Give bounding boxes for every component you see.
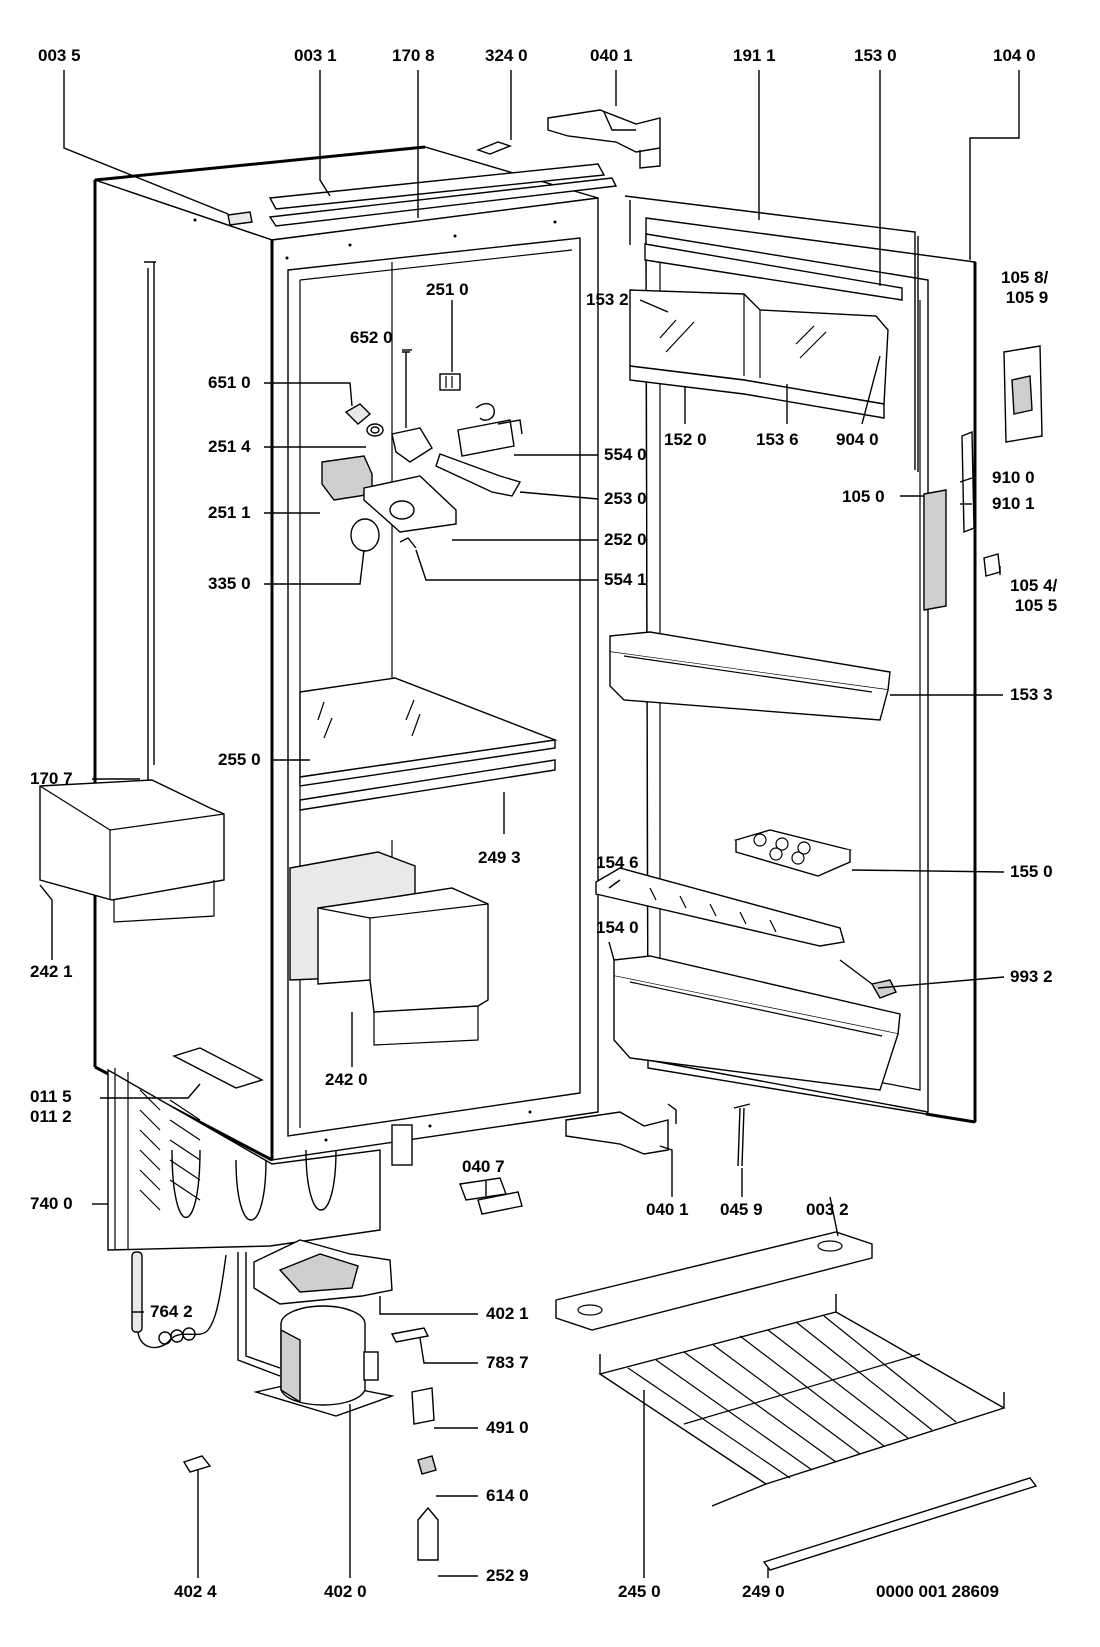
label-105-4-105-5: 105 4/ 105 5 <box>1010 576 1058 615</box>
label-152-0: 152 0 <box>664 430 707 449</box>
wire-grid <box>598 1294 1006 1507</box>
capillary-764-2 <box>131 1251 227 1349</box>
door-shelf-153-3 <box>609 631 891 721</box>
door-gasket <box>624 195 919 472</box>
cabinet-body <box>93 145 599 1162</box>
label-153-6: 153 6 <box>756 430 799 449</box>
label-242-1: 242 1 <box>30 962 73 981</box>
label-251-4: 251 4 <box>208 437 251 456</box>
label-783-7: 783 7 <box>486 1353 529 1372</box>
label-153-3: 153 3 <box>1010 685 1053 704</box>
label-255-0: 255 0 <box>218 750 261 769</box>
door-strip-105-0 <box>923 489 947 611</box>
bar-249-0 <box>762 1477 1038 1571</box>
label-249-0: 249 0 <box>742 1582 785 1601</box>
label-651-0: 651 0 <box>208 373 251 392</box>
label-910-1: 910 1 <box>992 494 1035 513</box>
control-unit-parts <box>321 351 523 552</box>
label-252-9: 252 9 <box>486 1566 529 1585</box>
label-554-0: 554 0 <box>604 445 647 464</box>
label-324-0: 324 0 <box>485 46 528 65</box>
document-number: 0000 001 28609 <box>876 1582 999 1601</box>
top-hinge <box>547 109 661 169</box>
label-105-0: 105 0 <box>842 487 885 506</box>
label-170-7: 170 7 <box>30 769 73 788</box>
crisper-242-0 <box>289 851 489 1046</box>
label-170-8: 170 8 <box>392 46 435 65</box>
plinth-003-2 <box>555 1231 873 1331</box>
bottle-guard <box>595 867 845 947</box>
dairy-compartment <box>629 243 903 419</box>
label-764-2: 764 2 <box>150 1302 193 1321</box>
label-614-0: 614 0 <box>486 1486 529 1505</box>
label-249-3: 249 3 <box>478 848 521 867</box>
condenser-740-0 <box>107 1068 413 1251</box>
bottom-plate <box>172 1047 264 1089</box>
label-993-2: 993 2 <box>1010 967 1053 986</box>
rear-wire-170-7 <box>144 261 161 791</box>
bottom-hinge <box>477 1103 751 1215</box>
label-253-0: 253 0 <box>604 489 647 508</box>
label-003-5: 003 5 <box>38 46 81 65</box>
label-252-0: 252 0 <box>604 530 647 549</box>
label-040-1-bottom: 040 1 <box>646 1200 689 1219</box>
label-910-0: 910 0 <box>992 468 1035 487</box>
label-402-0: 402 0 <box>324 1582 367 1601</box>
leader-lines <box>39 70 1020 1578</box>
label-154-0: 154 0 <box>596 918 639 937</box>
bottle-shelf <box>613 955 901 1091</box>
label-740-0: 740 0 <box>30 1194 73 1213</box>
sensor-993-2 <box>839 959 897 999</box>
label-003-2: 003 2 <box>806 1200 849 1219</box>
label-245-0: 245 0 <box>618 1582 661 1601</box>
label-491-0: 491 0 <box>486 1418 529 1437</box>
label-154-6: 154 6 <box>596 853 639 872</box>
label-402-1: 402 1 <box>486 1304 529 1323</box>
label-104-0: 104 0 <box>993 46 1036 65</box>
label-251-1: 251 1 <box>208 503 251 522</box>
label-153-2: 153 2 <box>586 290 629 309</box>
label-402-4: 402 4 <box>174 1582 217 1601</box>
egg-tray <box>733 829 853 877</box>
label-011-5-011-2: 011 5 011 2 <box>30 1087 72 1126</box>
label-155-0: 155 0 <box>1010 862 1053 881</box>
label-191-1: 191 1 <box>733 46 776 65</box>
label-153-0: 153 0 <box>854 46 897 65</box>
compressor-402-0 <box>237 1239 395 1417</box>
label-554-1: 554 1 <box>604 570 647 589</box>
label-251-0: 251 0 <box>426 280 469 299</box>
door-hinge-parts <box>961 345 1043 577</box>
label-335-0: 335 0 <box>208 574 251 593</box>
label-045-9: 045 9 <box>720 1200 763 1219</box>
glass-shelf <box>299 677 558 787</box>
label-904-0: 904 0 <box>836 430 879 449</box>
label-652-0: 652 0 <box>350 328 393 347</box>
small-parts-bottom <box>182 1177 507 1561</box>
label-040-7: 040 7 <box>462 1157 505 1176</box>
label-003-1: 003 1 <box>294 46 337 65</box>
label-105-8-105-9: 105 8/ 105 9 <box>1001 268 1049 307</box>
top-trims <box>227 141 618 227</box>
shelf-trim-249-3 <box>299 759 556 811</box>
label-242-0: 242 0 <box>325 1070 368 1089</box>
crisper-242-1 <box>39 779 225 923</box>
label-040-1-top: 040 1 <box>590 46 633 65</box>
